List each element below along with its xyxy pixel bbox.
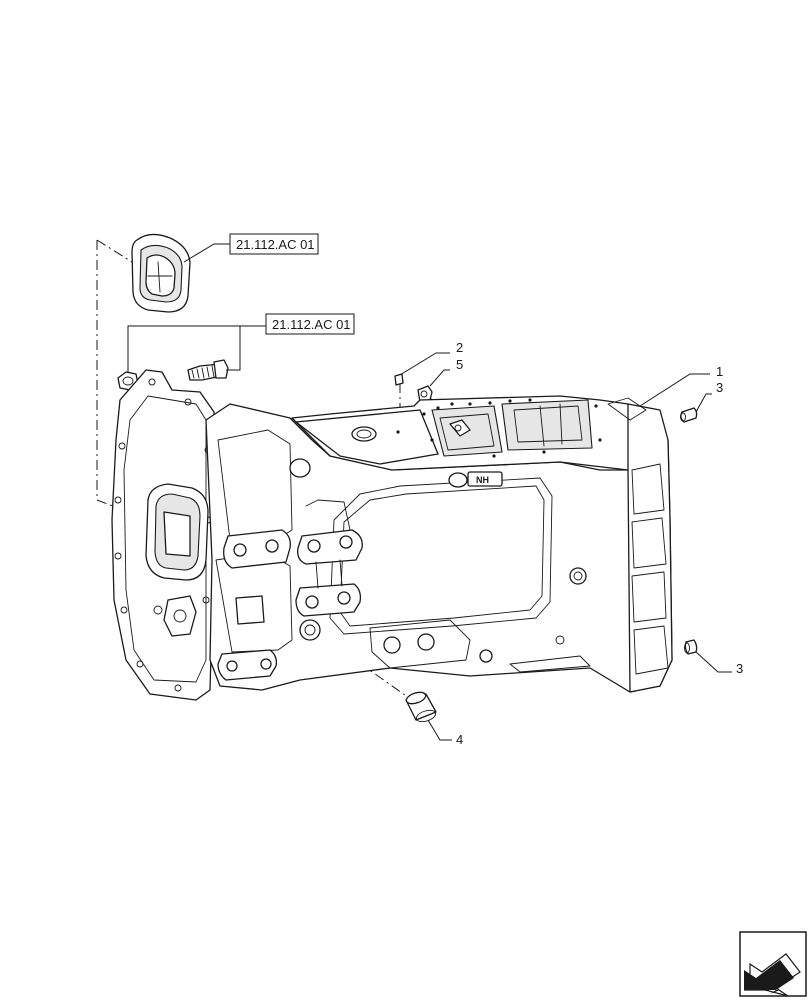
callout-4: 4 (456, 732, 463, 747)
callout-5: 5 (456, 357, 463, 372)
dowel-pin-bottom (684, 639, 698, 655)
pin-item-2 (394, 373, 404, 386)
transmission-housing: NH (111, 369, 673, 701)
reference-label-top: 21.112.AC 01 (236, 237, 315, 252)
dowel-pin-top (680, 407, 698, 423)
next-page-arrow-icon[interactable] (739, 931, 807, 997)
top-bolt-holes (396, 398, 602, 458)
reference-box-top[interactable]: 21.112.AC 01 (229, 233, 319, 255)
cover-gasket (131, 233, 191, 313)
brand-plate: NH (448, 471, 503, 488)
callout-2: 2 (456, 340, 463, 355)
bolt (187, 359, 229, 381)
callout-1: 1 (716, 364, 723, 379)
reference-label-middle: 21.112.AC 01 (272, 317, 351, 332)
linkage-brackets (217, 499, 363, 681)
callout-3-bottom: 3 (736, 661, 743, 676)
brand-logo-text: NH (476, 475, 489, 485)
reference-box-middle[interactable]: 21.112.AC 01 (265, 313, 355, 335)
bushing-item-4 (405, 691, 437, 723)
callout-3-top: 3 (716, 380, 723, 395)
rear-flange-ribs (631, 463, 669, 675)
leader-lines (127, 243, 732, 741)
